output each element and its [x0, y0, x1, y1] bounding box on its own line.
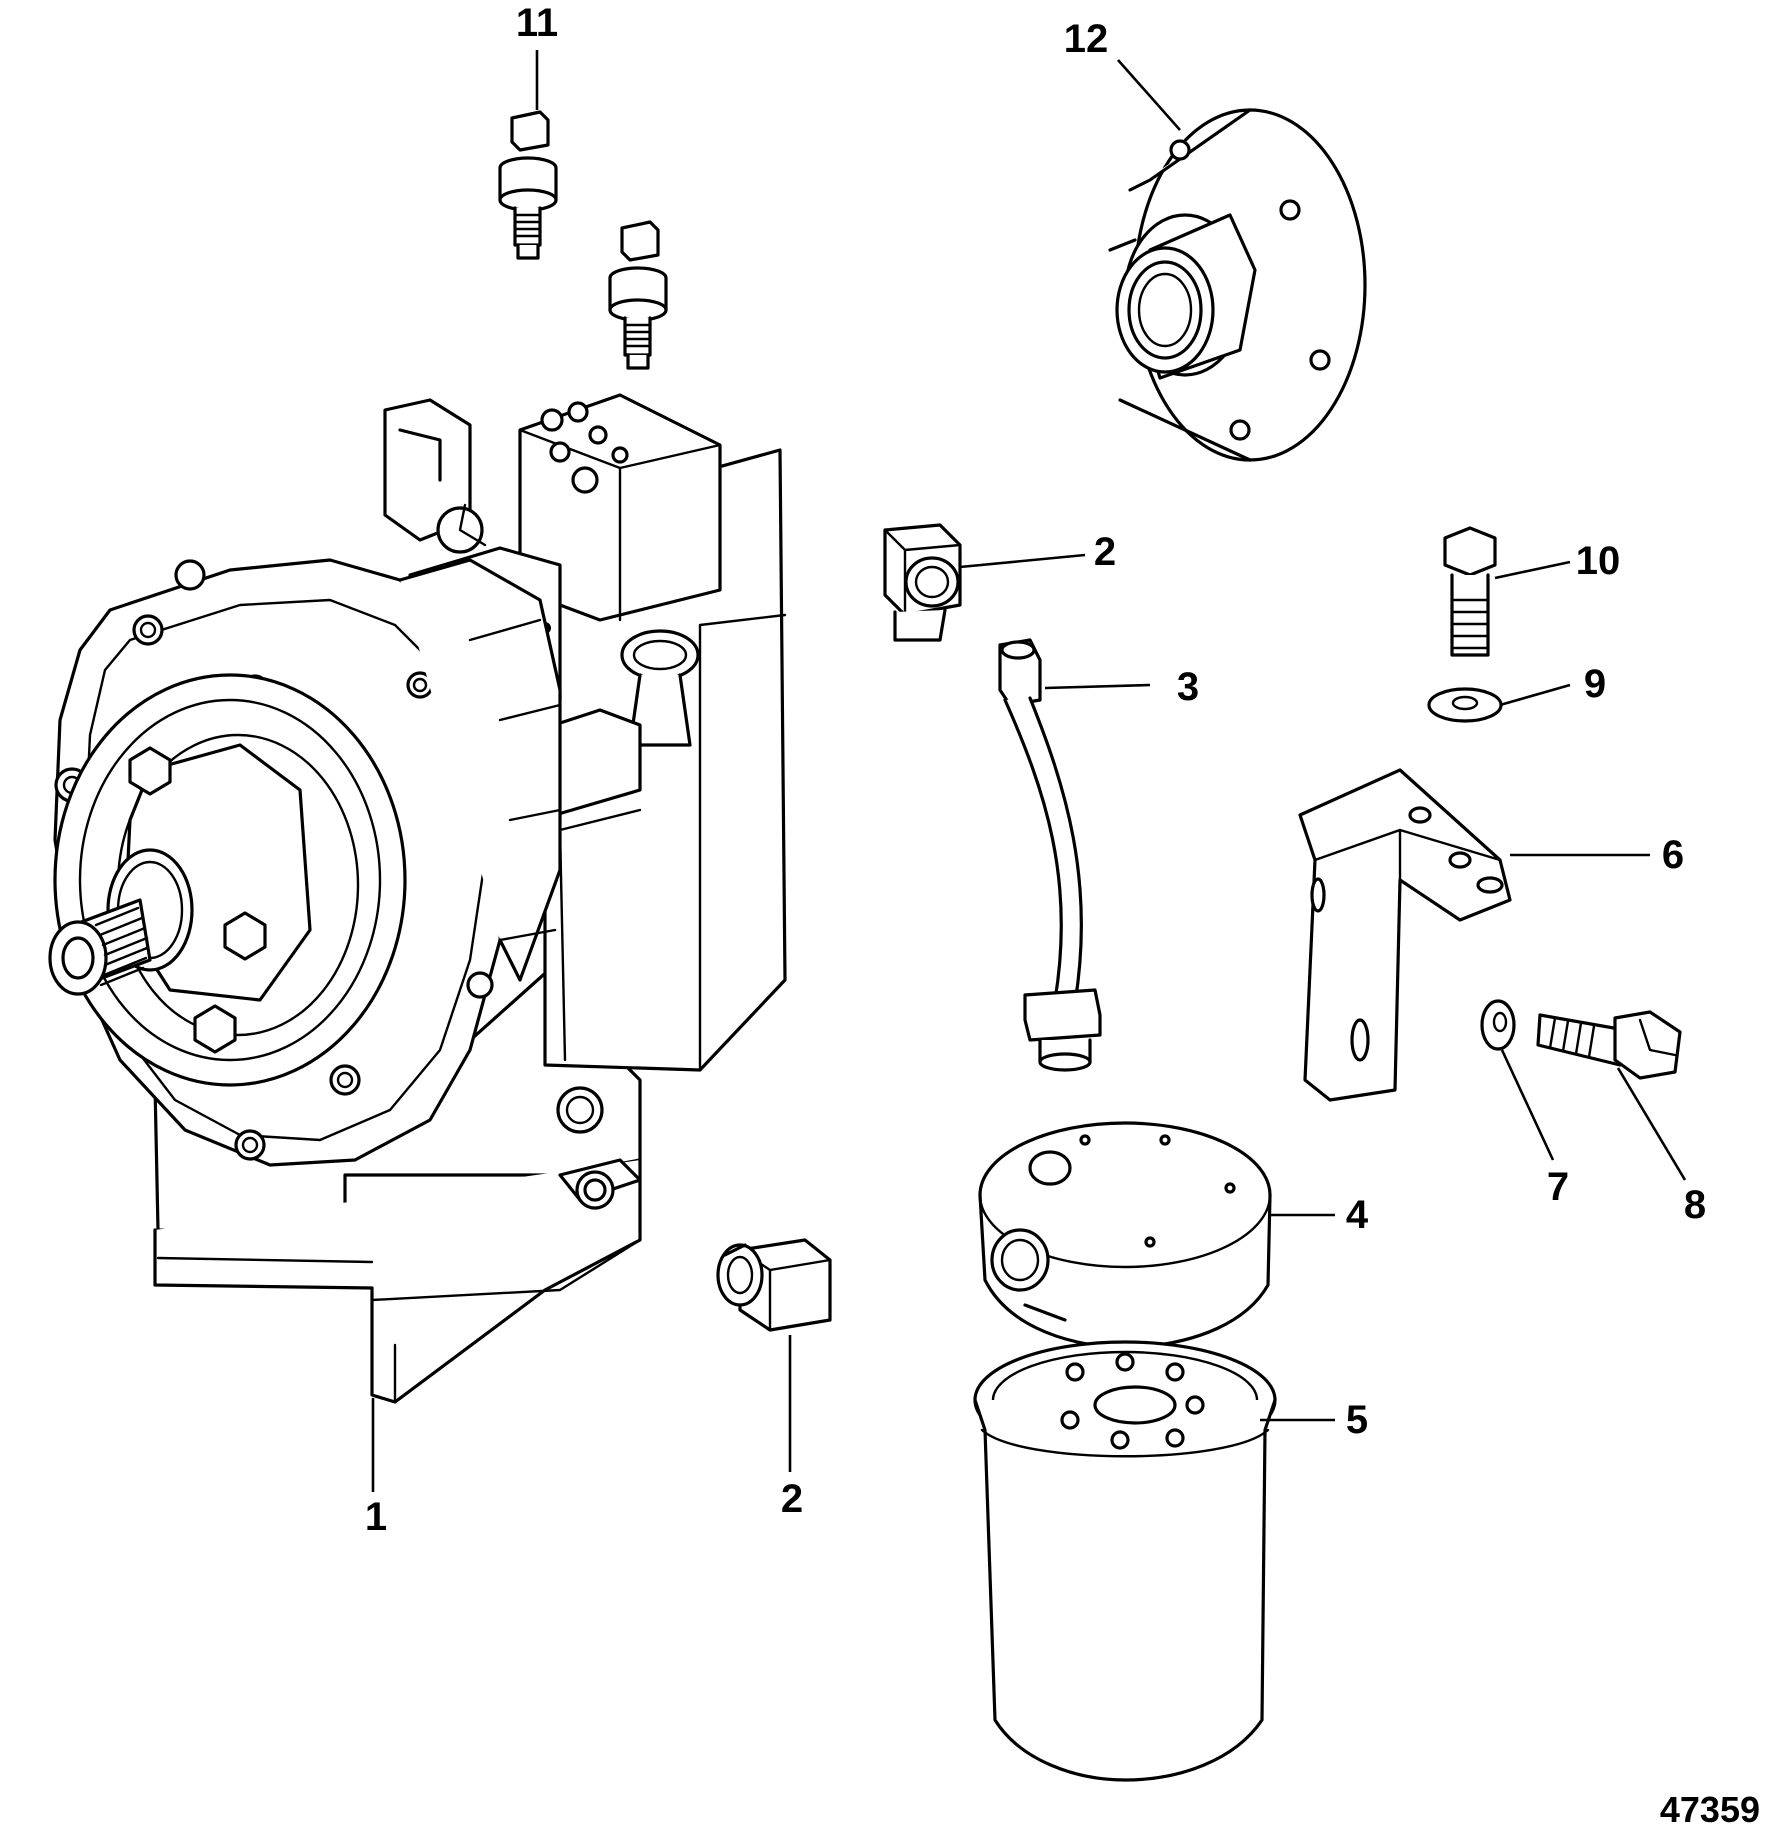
transmission-assembly — [48, 393, 787, 1404]
mounting-bracket — [1298, 768, 1512, 1102]
washer-9 — [1427, 687, 1503, 723]
callout-5: 5 — [1346, 1398, 1368, 1442]
callout-9: 9 — [1584, 662, 1606, 706]
leader-10 — [1494, 560, 1571, 580]
callout-1: 1 — [365, 1495, 387, 1539]
callout-2-upper: 2 — [1094, 530, 1116, 574]
pressure-switch-lower — [608, 220, 668, 370]
callout-10: 10 — [1576, 539, 1621, 583]
pressure-switch-upper — [498, 110, 558, 260]
hose-assembly — [998, 638, 1102, 1072]
washer-7 — [1480, 999, 1516, 1051]
leader-9 — [1499, 683, 1571, 707]
leader-7 — [1500, 1049, 1555, 1161]
leader-2-upper — [959, 553, 1086, 569]
callout-2-lower: 2 — [781, 1477, 803, 1521]
callout-11: 11 — [516, 1, 558, 45]
leader-12 — [1117, 59, 1181, 131]
callout-12: 12 — [1064, 17, 1109, 61]
callout-3: 3 — [1177, 665, 1199, 709]
callout-6: 6 — [1662, 833, 1684, 877]
callout-labels: 11 12 2 10 3 9 6 7 8 4 5 2 1 — [365, 1, 1706, 1539]
callout-4: 4 — [1346, 1193, 1369, 1237]
coupler-flange — [1108, 108, 1367, 462]
leader-lines — [371, 50, 1687, 1492]
leader-8 — [1616, 1067, 1687, 1181]
callout-8: 8 — [1684, 1183, 1706, 1227]
figure-number: 47359 — [1660, 1789, 1760, 1830]
bolt-8 — [1536, 1010, 1682, 1080]
filter-adapter — [978, 1121, 1272, 1350]
callout-7: 7 — [1547, 1165, 1569, 1209]
elbow-fitting-upper — [883, 523, 962, 642]
elbow-fitting-lower — [716, 1238, 832, 1332]
leader-3 — [1044, 683, 1151, 690]
bolt-10 — [1443, 526, 1497, 657]
oil-filter — [973, 1340, 1277, 1782]
